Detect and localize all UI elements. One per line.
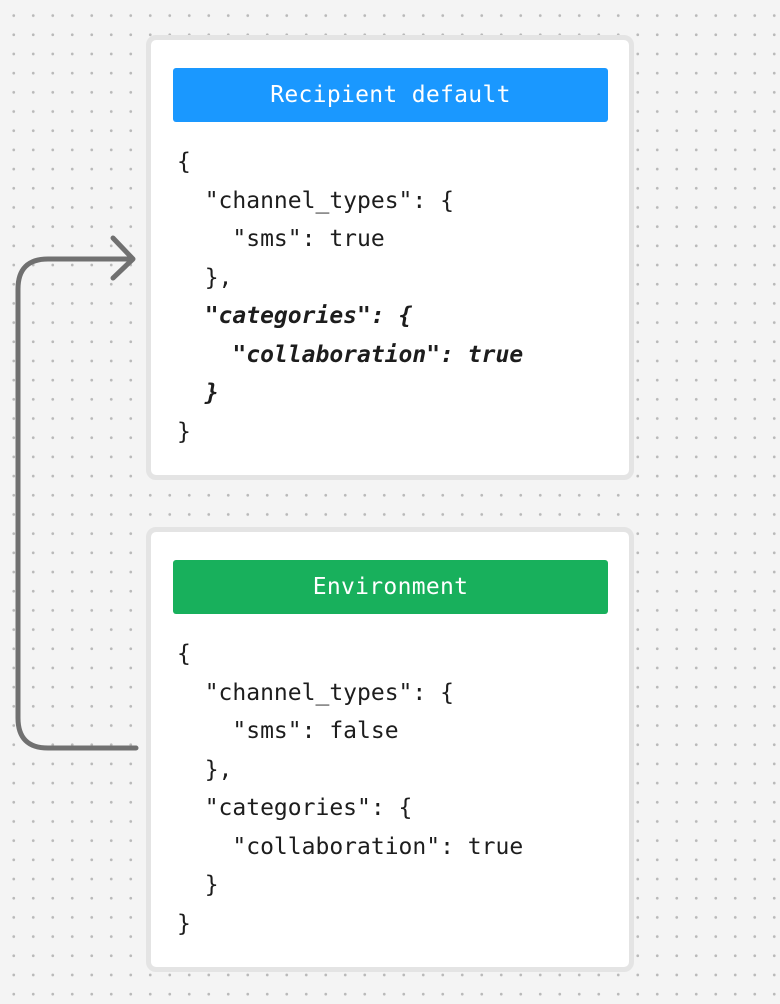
code-line: "sms": true xyxy=(177,226,385,252)
arrow-right-icon xyxy=(110,235,136,281)
code-line-highlighted: "collaboration": true xyxy=(177,341,524,368)
recipient-default-header: Recipient default xyxy=(173,68,608,122)
recipient-default-code: { "channel_types": { "sms": true }, "cat… xyxy=(177,143,523,451)
code-line: }, xyxy=(177,756,233,783)
environment-header: Environment xyxy=(173,560,608,614)
code-line: } xyxy=(177,418,191,445)
code-line: { xyxy=(177,149,191,175)
environment-card: Environment { "channel_types": { "sms": … xyxy=(146,527,634,972)
connector-arrow xyxy=(15,235,139,751)
code-line: } xyxy=(177,910,191,937)
recipient-default-card: Recipient default { "channel_types": { "… xyxy=(146,35,634,480)
code-line-highlighted: "categories": { xyxy=(177,303,413,329)
code-line-highlighted: } xyxy=(177,380,219,406)
environment-code: { "channel_types": { "sms": false }, "ca… xyxy=(177,635,523,943)
code-line: "channel_types": { xyxy=(177,679,454,706)
connector-line xyxy=(15,256,139,751)
code-line: "channel_types": { xyxy=(177,187,454,214)
code-line: }, xyxy=(177,264,233,291)
code-line: "sms": false xyxy=(177,718,399,744)
code-line: } xyxy=(177,872,219,898)
code-line: { xyxy=(177,641,191,667)
code-line: "collaboration": true xyxy=(177,833,524,860)
code-line: "categories": { xyxy=(177,795,413,821)
